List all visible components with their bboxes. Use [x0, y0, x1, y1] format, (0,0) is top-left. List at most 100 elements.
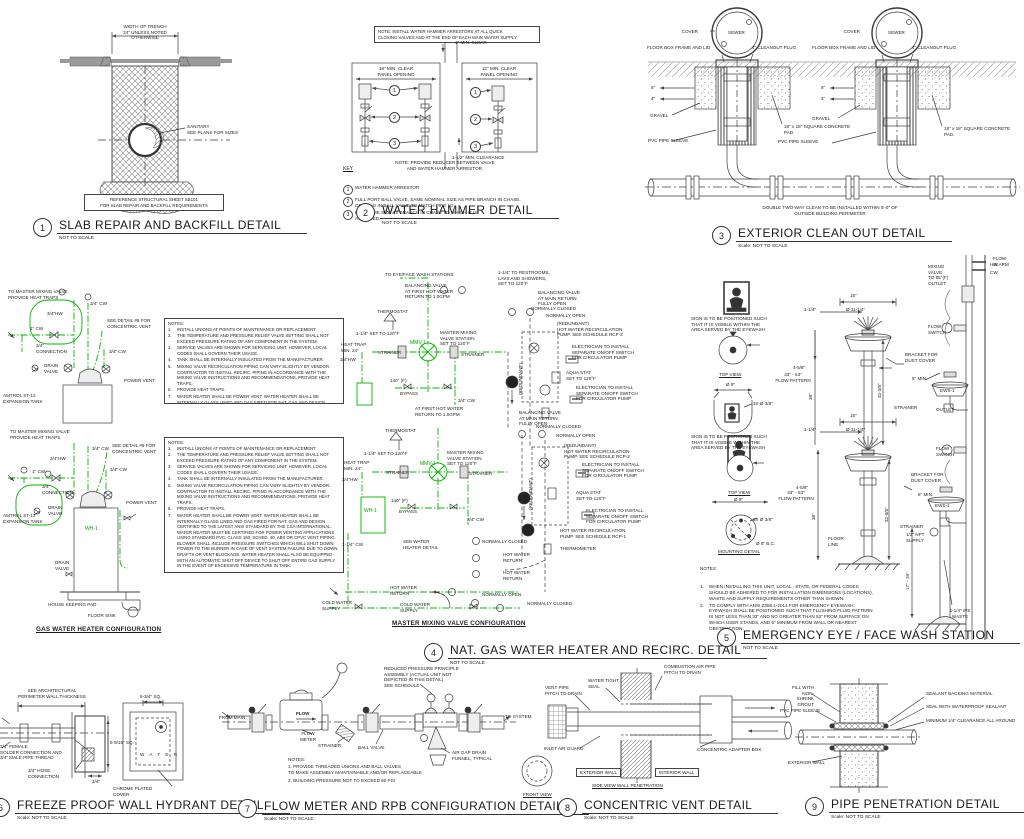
detail-number-badge: 5 [717, 628, 736, 647]
water-hammer-note-box: NOTE: INSTALL WATER HAMMER ARRESTORS AT … [374, 26, 540, 44]
detail-number-badge: 1 [33, 218, 52, 237]
balancing-main-label: BALANCING VALVE AT MAIN RETURN FULLY OPE… [538, 290, 580, 307]
top-view-label: TOP VIEW [719, 372, 742, 377]
air-gap-label: AIR GAP DRAIN FUNNEL, TYPICAL [452, 750, 492, 761]
strainer-label: STRAINER [386, 470, 410, 475]
key-number: 2 [343, 196, 353, 207]
see-detail8-label: SEE DETAIL #8 FOR CONCENTRIC VENT [107, 318, 152, 329]
heat-trap-label: HEAT TRAP MIN. 24" [344, 460, 370, 471]
thermostat-label: THERMOSTAT [385, 428, 416, 433]
detail-scale: NOT TO SCALE [450, 660, 485, 666]
strainer-label: STRAINER [461, 352, 485, 357]
hw-label: HW [990, 262, 998, 267]
detail-title: WATER HAMMER DETAIL [380, 203, 559, 219]
expansion-tank-label: AMTROL ST-12 EXPANSION TANK [3, 513, 43, 524]
note-number: 7. [168, 393, 172, 399]
mounting-detail-label: MOUNTING DETAIL [718, 549, 761, 554]
balloon-2: 2 [389, 112, 400, 123]
detail-title: NAT. GAS WATER HEATER AND RECIRC. DETAIL [448, 643, 768, 659]
electrician-label: ELECTRICIAN TO INSTALL SEPARATE ON/OFF S… [582, 462, 644, 479]
normally-open-label: NORMALLY OPEN [546, 313, 586, 318]
strainer-label: STRAINER [318, 743, 342, 748]
set-120-label: 1-1/4" SET TO 120°F [356, 331, 400, 336]
trench-width-note: WIDTH OF TRENCH 24" UNLESS NOTED OTHERWI… [123, 24, 167, 41]
key-number: 1 [343, 185, 353, 196]
mixing-valve-station-label: MASTER MIXING VALVE STATION SET TO 120°F [447, 450, 484, 467]
ews1-tag: EWS-1 [940, 388, 955, 393]
chrome-cover-label: CHROME PLATED COVER [113, 786, 153, 797]
note-number: 1. [168, 445, 172, 451]
drain-valve-label: DRAIN VALVE [44, 363, 59, 374]
min-clearance-bottom-dim: 1-1/2" MIN. CLEARANCE [452, 155, 505, 160]
note-number: 2. [168, 333, 172, 339]
water-tight-seal-label: WATER TIGHT SEAL [588, 678, 620, 689]
cover-label: COVER [843, 29, 860, 34]
dia-9-label: Ø 9" [726, 382, 736, 387]
detail-2-title-block: 2 WATER HAMMER DETAIL NOT TO SCALE [356, 203, 559, 226]
notes-title: NOTES: [288, 757, 306, 762]
note-number: 2. [700, 602, 704, 608]
front-view-label: FRONT VIEW [523, 792, 552, 797]
note-text: PROVIDE HEAT TRAPS. [177, 506, 226, 512]
aqua-stat-label: AQUA STAT SET TO 120°F [566, 370, 596, 381]
detail-6-title-block: 6 FREEZE PROOF WALL HYDRANT DETAIL Scale… [0, 798, 290, 821]
cw-size-label: 3/4" CW [458, 398, 475, 403]
key-number: 3 [343, 209, 353, 220]
thermostat-label: THERMOSTAT [377, 309, 408, 314]
rpb-assembly-label: REDUCED PRESSURE PRINCIPLE ASSEMBLY (ACT… [384, 666, 459, 689]
adapter-box-label: CONCENTRIC ADAPTER BOX [697, 747, 762, 752]
cw-size-label: 3/4" CW [467, 517, 484, 522]
notes-title: NOTES: [168, 321, 184, 326]
flow-switch-label: FLOW SWITCH [928, 324, 947, 335]
detail-number-badge: 4 [424, 643, 443, 662]
strainer-label: STRAINER [900, 524, 924, 529]
detail-number-badge: 3 [712, 226, 731, 245]
grout-label: FILL WITH NON- SHRINK GROUT [791, 685, 814, 708]
interior-wall-tag: INTERIOR WALL [655, 768, 699, 777]
detail-title: EMERGENCY EYE / FACE WASH STATION [741, 628, 1021, 644]
note-text: TO COMPLY WITH ANSI Z358.1-2014 FOR EMER… [709, 602, 873, 631]
dim-6in: 6" [651, 85, 656, 90]
reducer-note: NOTE: PROVIDE REDUCER BETWEEN VALVE AND … [395, 160, 495, 171]
solder-connection-label: 3/4" FEMALE SOLDER CONNECTION AND 3/4" M… [0, 744, 62, 761]
detail-title: PIPE PENETRATION DETAIL [829, 797, 1024, 813]
heater-notes-box-2: NOTES: 1.INSTALL UNIONS AT POINTS OF MAI… [164, 437, 344, 573]
detail-title: SLAB REPAIR AND BACKFILL DETAIL [57, 218, 308, 234]
sealant-backing-label: SEALANT BACKING MATERIAL [926, 691, 993, 696]
hw-size-label: 3/4"HW [340, 357, 356, 362]
normally-closed-label: NORMALLY CLOSED [482, 539, 528, 544]
normally-closed-label: NORMALLY CLOSED [527, 601, 573, 606]
hose-connection-label: 3/4" HOSE CONNECTION [28, 768, 59, 779]
concrete-pad-label: 18" x 18" SQUARE CONCRETE PAD. [784, 124, 851, 135]
double-two-way-note: DOUBLE TWO-WAY CLEAN TO BE INSTALLED WIT… [762, 205, 898, 216]
sewer-label: SEWER [888, 30, 905, 35]
hw-size-label: 3/4"HW [47, 311, 63, 316]
note-text: THE TEMPERATURE AND PRESSURE RELIEF VALV… [177, 452, 330, 463]
side-view-label: SIDE VIEW WALL PENETRATION [592, 783, 663, 788]
cover-label: COVER [681, 29, 698, 34]
detail-number-badge: 9 [805, 797, 824, 816]
ips-waste-label: 1-1/4" IPS WASTE [949, 608, 971, 619]
from-main-label: FROM MAIN [219, 715, 246, 720]
detail-4-title-block: 4 NAT. GAS WATER HEATER AND RECIRC. DETA… [424, 643, 768, 666]
ews1-tag: EWS-1 [935, 503, 950, 508]
note-number: 5. [168, 364, 172, 370]
to-eyewash-label: TO EYE/FACE WASH STATIONS [385, 272, 454, 277]
balloon-2b: 2 [470, 114, 481, 125]
balancing-main-label: BALANCING VALVE AT MAIN RETURN FULLY OPE… [519, 410, 561, 427]
floor-box-label: FLOOR BOX FRAME AND LID [647, 45, 711, 50]
flow-pattern-label: 33" - 53" FLOW PATTERN [778, 490, 814, 501]
dim-4-58: 4-5/8" [793, 365, 806, 370]
set-120-label: 1-1/4" SET TO 120°F [364, 451, 408, 456]
pvc-sleeve-label: PVC PIPE SLEEVE [778, 139, 819, 144]
detail-scale: NOT TO SCALE [382, 220, 417, 226]
note-text: MIXING VALVE RECIRCULATION PIPING CAN VA… [177, 364, 331, 386]
gravel-label: GRAVEL [650, 113, 669, 118]
connection-label: 3/4" CONNECTION [42, 484, 73, 495]
min-clear-top-dim: 1" MIN. CLEAR [455, 40, 487, 45]
detail-number-badge: 8 [558, 798, 577, 817]
to-mixing-valve-label: TO MASTER MIXING VALVE PROVIDE HEAT TRAP… [10, 429, 70, 440]
